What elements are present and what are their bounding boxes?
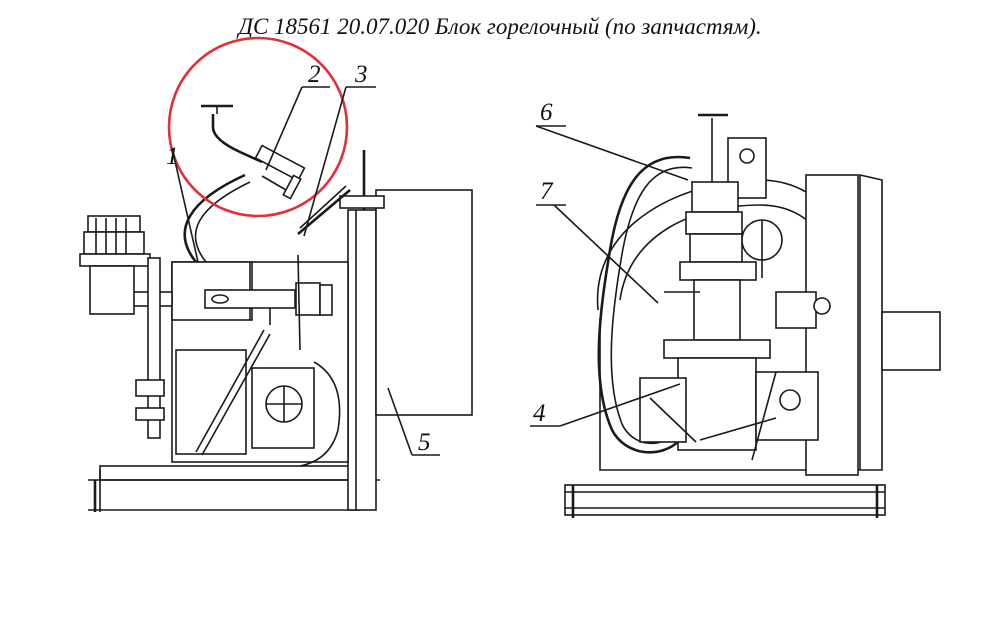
callout-label-3: 3 [354,61,368,88]
highlight-circle [167,36,349,218]
callout-2: 2 [265,61,330,171]
left-view [79,104,473,512]
callout-6: 6 [535,99,689,181]
callout-label-2: 2 [308,61,321,88]
callout-label-6: 6 [540,99,553,126]
callout-label-4: 4 [533,400,546,427]
callout-label-1: 1 [166,143,179,170]
callout-label-5: 5 [418,429,431,456]
callout-3: 3 [303,61,376,237]
callout-5: 5 [387,387,440,456]
callout-label-7: 7 [540,178,554,205]
callout-1: 1 [166,143,199,263]
right-view [564,113,941,518]
callout-7: 7 [536,178,659,304]
drawing-title: ДС 18561 20.07.020 Блок горелочный (по з… [238,14,762,39]
callout-4: 4 [530,383,681,427]
